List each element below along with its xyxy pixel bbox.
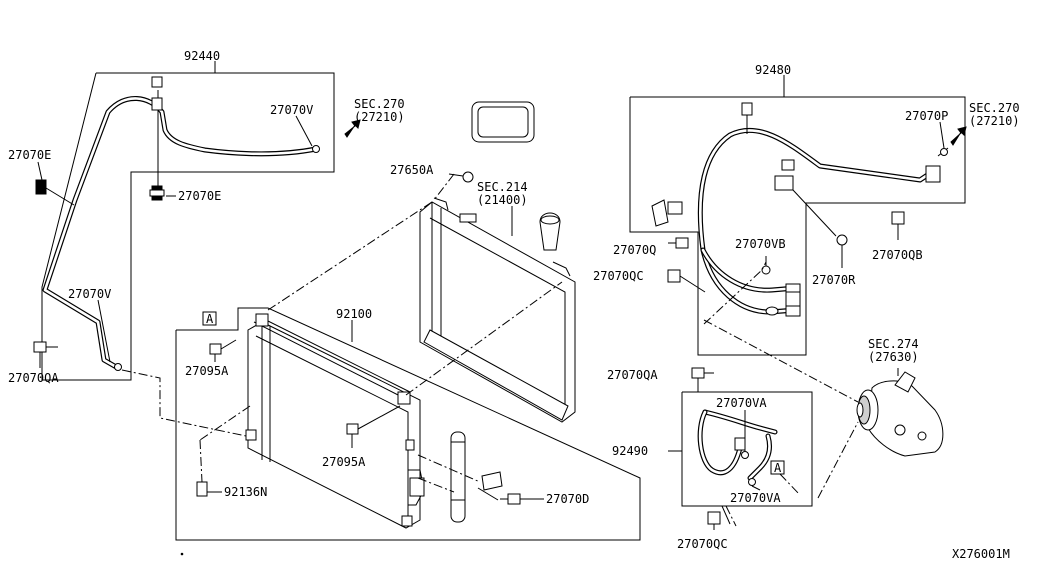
part-label-92136N: 92136N bbox=[224, 485, 267, 499]
part-label-27070V-top: 27070V bbox=[270, 103, 313, 117]
o-ring-27070V bbox=[312, 145, 320, 153]
part-label-27070P: 27070P bbox=[905, 109, 948, 123]
condenser-core bbox=[245, 313, 425, 529]
part-label-27070E-mid: 27070E bbox=[178, 189, 221, 203]
o-ring-27070VA-lower bbox=[748, 478, 756, 486]
pipe-cap bbox=[151, 76, 163, 88]
part-label-27095A-lower: 27095A bbox=[322, 455, 366, 469]
o-ring-27070VB bbox=[761, 265, 771, 275]
pipe-group-92440: 92440 27070E 27070V SEC.270 (27210) 2707… bbox=[8, 49, 405, 385]
ref-label-sec270-left: SEC.270 bbox=[354, 97, 405, 111]
part-label-27095A-upper: 27095A bbox=[185, 364, 229, 378]
clip-27070E-left bbox=[35, 179, 47, 195]
low-pressure-pipe-upper bbox=[42, 96, 319, 371]
bolt-27070QC-upper bbox=[667, 269, 706, 293]
ref-label-sec270-right-code: (27210) bbox=[969, 114, 1020, 128]
ref-box-A-hose-label: A bbox=[774, 461, 782, 475]
ref-label-sec274: SEC.274 bbox=[868, 337, 919, 351]
bracket-27070Q bbox=[651, 199, 689, 249]
pipe-joint bbox=[151, 97, 163, 111]
fitting-27070P bbox=[925, 147, 949, 183]
radiator-sec214 bbox=[419, 197, 576, 423]
part-label-27070Q: 27070Q bbox=[613, 243, 656, 257]
seal-pad bbox=[471, 101, 535, 143]
pipe-cap-right bbox=[741, 102, 753, 116]
bolt-27095A-lower bbox=[346, 405, 401, 448]
ref-box-A-condenser bbox=[202, 311, 217, 326]
part-label-27070VA-lower: 27070VA bbox=[730, 491, 781, 505]
bolt-27070QA-right bbox=[691, 367, 714, 392]
ref-box-A-condenser-label: A bbox=[206, 312, 214, 326]
diagram-id: X276001M bbox=[952, 547, 1010, 561]
o-ring-27070VA-upper bbox=[741, 451, 749, 459]
part-label-92480: 92480 bbox=[755, 63, 791, 77]
ref-label-sec214: SEC.214 bbox=[477, 180, 528, 194]
part-label-92440: 92440 bbox=[184, 49, 220, 63]
part-label-27070QC-lower: 27070QC bbox=[677, 537, 728, 551]
part-label-27070QB: 27070QB bbox=[872, 248, 923, 262]
ref-label-sec274-code: (27630) bbox=[868, 350, 919, 364]
assembly-guide-lines bbox=[121, 173, 859, 527]
receiver-drier bbox=[450, 431, 466, 523]
compressor-sec274 bbox=[856, 368, 944, 457]
arrow-to-sec270-right bbox=[950, 126, 967, 146]
bolt-27070QC-lower bbox=[707, 505, 731, 530]
high-pressure-pipe bbox=[697, 127, 938, 317]
part-label-27070E-left: 27070E bbox=[8, 148, 51, 162]
hose-group-92490: 92490 27070QA 27070VA A 27070VA bbox=[607, 367, 813, 551]
ref-label-sec270-right: SEC.270 bbox=[969, 101, 1020, 115]
part-label-27070D: 27070D bbox=[546, 492, 589, 506]
part-label-92100: 92100 bbox=[336, 307, 372, 321]
bolt-27070QA-left bbox=[33, 341, 58, 368]
part-label-27070VB: 27070VB bbox=[735, 237, 786, 251]
part-label-27070QC-upper: 27070QC bbox=[593, 269, 644, 283]
arrow-to-sec270-left bbox=[344, 119, 361, 138]
bracket-27070R bbox=[774, 159, 848, 268]
part-label-27070QA-left: 27070QA bbox=[8, 371, 59, 385]
condenser-group-92100: A 92100 bbox=[175, 307, 641, 541]
sensor-92136N bbox=[196, 481, 222, 497]
hose-group-92480: 92480 27070R 27070P S bbox=[593, 63, 1020, 356]
part-label-27070VA-upper: 27070VA bbox=[716, 396, 767, 410]
cap-27650A bbox=[448, 171, 474, 183]
ref-label-sec214-code: (21400) bbox=[477, 193, 528, 207]
bracket-clamp bbox=[477, 471, 503, 501]
part-label-92490: 92490 bbox=[612, 444, 648, 458]
part-label-27070R: 27070R bbox=[812, 273, 856, 287]
ref-label-sec270-left-code: (27210) bbox=[354, 110, 405, 124]
part-label-27070QA-right: 27070QA bbox=[607, 368, 658, 382]
bolt-27095A-upper bbox=[209, 339, 237, 362]
part-label-27070V-left: 27070V bbox=[68, 287, 111, 301]
suction-hose bbox=[697, 409, 778, 481]
bolt-27070D bbox=[500, 493, 544, 505]
part-label-27650A: 27650A bbox=[390, 163, 434, 177]
ref-box-A-hose bbox=[770, 460, 785, 475]
bolt-27070QB bbox=[891, 211, 905, 240]
